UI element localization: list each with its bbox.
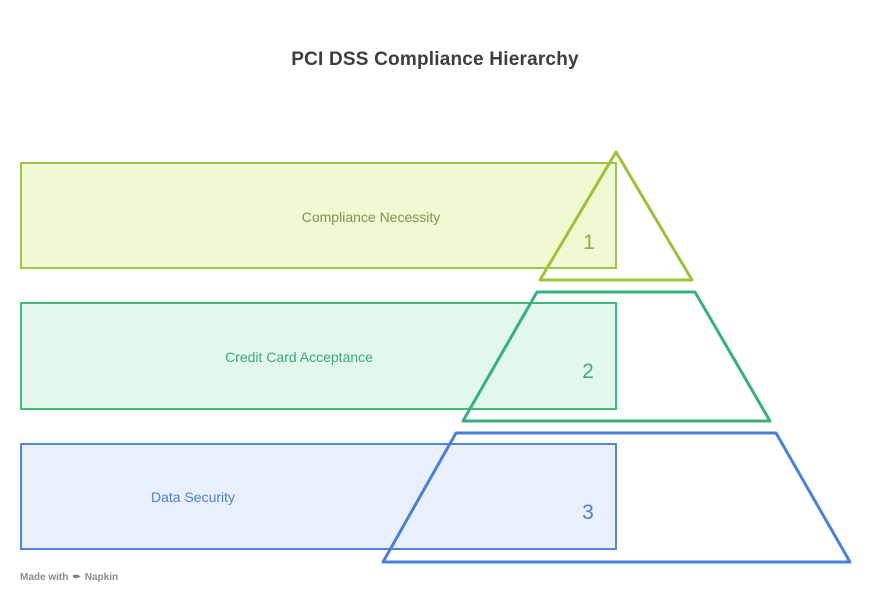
tier-2-number: 2 [582, 360, 594, 383]
tier-1-label: Compliance Necessity [301, 209, 441, 225]
tier-3-number: 3 [582, 501, 594, 524]
tier-3-rectangle [20, 443, 617, 550]
watermark-brand: Napkin [84, 572, 119, 583]
tier-1-rectangle [20, 162, 617, 269]
tier-1-number: 1 [583, 231, 595, 254]
tier-2-label: Credit Card Acceptance [225, 349, 373, 365]
tier-3-label: Data Security [150, 489, 236, 505]
pen-nib-icon: ✒ [72, 571, 81, 583]
watermark: Made with ✒ Napkin [20, 572, 118, 583]
watermark-prefix: Made with [20, 572, 69, 583]
diagram-title: PCI DSS Compliance Hierarchy [291, 49, 579, 70]
